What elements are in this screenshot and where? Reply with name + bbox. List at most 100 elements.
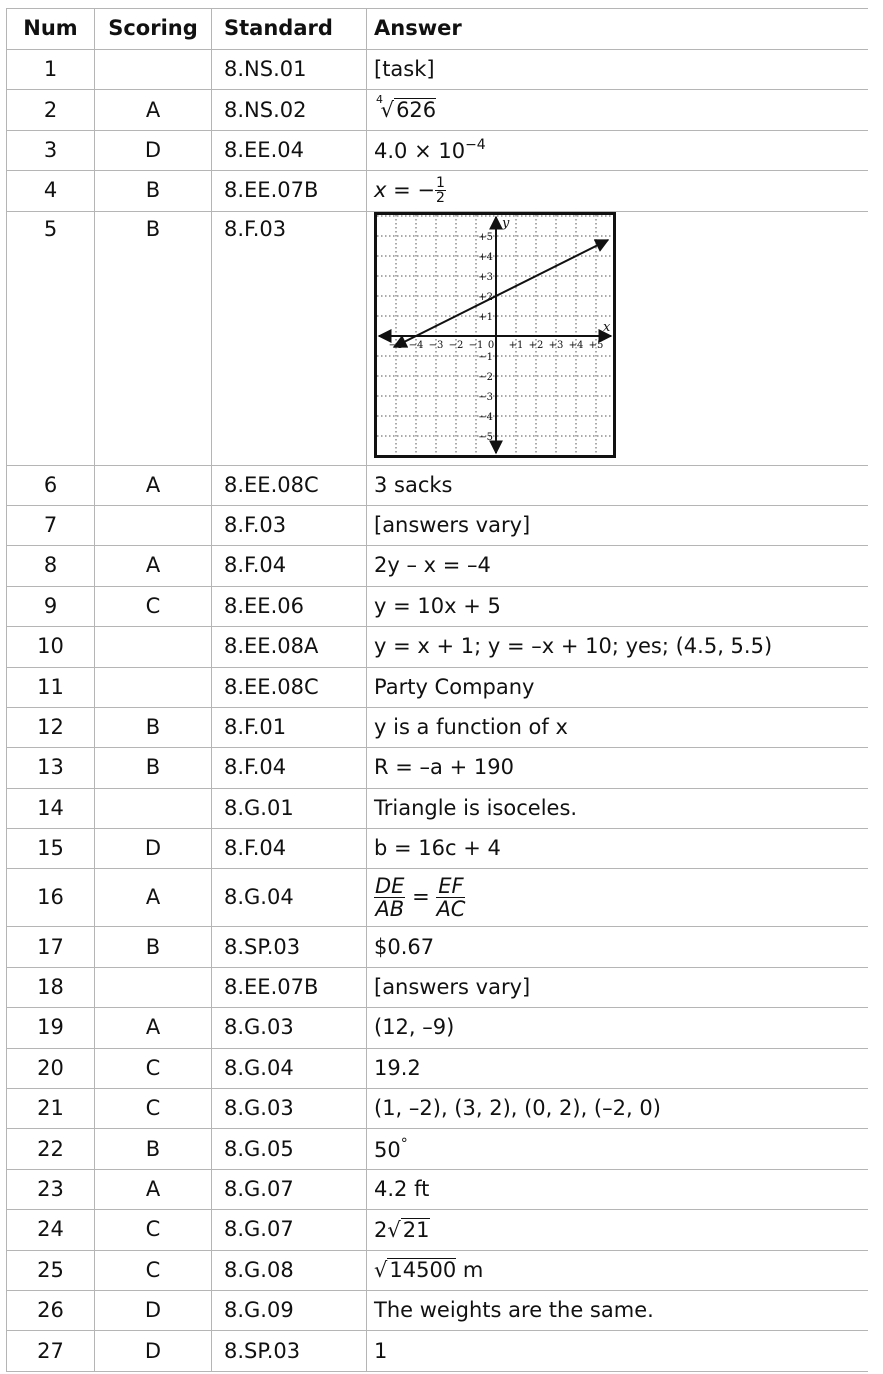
row-answer: [answers vary] [366, 967, 868, 1009]
fraction-numerator: 1 [434, 174, 446, 192]
table-row: 7 8.F.03 [answers vary] [6, 505, 868, 547]
row-scoring: B [94, 926, 212, 968]
y-tick-label: +3 [478, 272, 493, 283]
x-tick-label: −4 [409, 340, 424, 351]
row-answer: 3 sacks [366, 465, 868, 506]
row-num: 19 [6, 1007, 95, 1049]
row-standard: 8.F.04 [211, 545, 367, 587]
y-axis-label: y [501, 216, 510, 231]
row-answer: y is a function of x [366, 707, 868, 749]
row-num: 13 [6, 747, 95, 789]
table-row: 11 8.EE.08C Party Company [6, 667, 868, 708]
row-num: 5 [6, 211, 95, 466]
row-scoring: A [94, 1007, 212, 1049]
table-row: 5 B 8.F.03 −5−4−3−2−10+1+2+3+4+5+5+4+3+2… [6, 211, 868, 466]
row-standard: 8.G.07 [211, 1169, 367, 1211]
table-row: 26 D 8.G.09 The weights are the same. [6, 1290, 868, 1332]
row-num: 25 [6, 1250, 95, 1291]
row-num: 16 [6, 868, 95, 928]
row-standard: 8.F.01 [211, 707, 367, 749]
row-num: 20 [6, 1048, 95, 1090]
row-standard: 8.EE.04 [211, 130, 367, 172]
row-answer: 4.2 ft [366, 1169, 868, 1211]
radicand: 21 [400, 1217, 430, 1242]
row-scoring: C [94, 1209, 212, 1251]
x-tick-label: −1 [469, 340, 484, 351]
row-standard: 8.G.08 [211, 1250, 367, 1291]
row-standard: 8.G.01 [211, 788, 367, 830]
row-scoring [94, 49, 212, 91]
table-row: 21 C 8.G.03 (1, –2), (3, 2), (0, 2), (–2… [6, 1088, 868, 1130]
row-standard: 8.G.03 [211, 1007, 367, 1049]
row-standard: 8.F.03 [211, 211, 367, 466]
table-row: 18 8.EE.07B [answers vary] [6, 967, 868, 1009]
row-answer: 2y – x = –4 [366, 545, 868, 587]
table-row: 20 C 8.G.04 19.2 [6, 1048, 868, 1090]
row-standard: 8.G.04 [211, 868, 367, 928]
row-standard: 8.G.07 [211, 1209, 367, 1251]
x-tick-label: +1 [509, 340, 524, 351]
row-standard: 8.SP.03 [211, 1330, 367, 1372]
row-answer: 4 √626 [366, 89, 868, 131]
row-standard: 8.EE.07B [211, 170, 367, 212]
row-standard: 8.SP.03 [211, 926, 367, 968]
row-answer: y = 10x + 5 [366, 586, 868, 628]
x-tick-label: −2 [449, 340, 464, 351]
equation-lhs: x = − [374, 177, 435, 202]
x-tick-label: +4 [569, 340, 584, 351]
table-row: 22 B 8.G.05 50° [6, 1128, 868, 1170]
table-row: 3 D 8.EE.04 4.0 × 10−4 [6, 130, 868, 172]
row-standard: 8.G.03 [211, 1088, 367, 1130]
row-scoring: C [94, 1088, 212, 1130]
row-answer: The weights are the same. [366, 1290, 868, 1332]
row-answer: R = –a + 190 [366, 747, 868, 789]
row-scoring [94, 667, 212, 708]
row-answer: b = 16c + 4 [366, 828, 868, 870]
y-tick-label: −1 [478, 352, 493, 363]
row-answer: 50° [366, 1128, 868, 1170]
row-num: 9 [6, 586, 95, 628]
table-row: 14 8.G.01 Triangle is isoceles. [6, 788, 868, 830]
row-standard: 8.NS.02 [211, 89, 367, 131]
answer-line [392, 238, 610, 348]
row-scoring [94, 788, 212, 830]
root-index: 4 [376, 93, 383, 107]
y-tick-label: −3 [478, 392, 493, 403]
coefficient: 2 [374, 1217, 388, 1242]
row-num: 23 [6, 1169, 95, 1211]
table-row: 15 D 8.F.04 b = 16c + 4 [6, 828, 868, 870]
row-answer: 4.0 × 10−4 [366, 130, 868, 172]
header-row: Num Scoring Standard Answer [6, 8, 868, 50]
row-num: 4 [6, 170, 95, 212]
row-answer: 2√21 [366, 1209, 868, 1251]
row-num: 11 [6, 667, 95, 708]
row-num: 24 [6, 1209, 95, 1251]
x-tick-label: 0 [488, 340, 494, 351]
row-answer: 19.2 [366, 1048, 868, 1090]
y-tick-label: +5 [478, 232, 493, 243]
row-standard: 8.EE.08C [211, 667, 367, 708]
row-num: 21 [6, 1088, 95, 1130]
table-row: 12 B 8.F.01 y is a function of x [6, 707, 868, 749]
y-tick-label: +1 [478, 312, 493, 323]
row-num: 6 [6, 465, 95, 506]
row-scoring: C [94, 1250, 212, 1291]
row-num: 2 [6, 89, 95, 131]
row-scoring [94, 967, 212, 1009]
angle-value: 50 [374, 1137, 401, 1162]
row-num: 22 [6, 1128, 95, 1170]
fraction-denominator: AC [436, 897, 466, 922]
row-scoring: B [94, 747, 212, 789]
sci-base: 4.0 × 10 [374, 138, 466, 163]
row-standard: 8.G.05 [211, 1128, 367, 1170]
row-scoring: A [94, 89, 212, 131]
row-standard: 8.G.04 [211, 1048, 367, 1090]
radicand: 626 [394, 98, 437, 123]
row-scoring: B [94, 211, 212, 466]
square-root: √21 [387, 1217, 430, 1242]
y-tick-label: −4 [478, 412, 493, 423]
row-standard: 8.EE.06 [211, 586, 367, 628]
